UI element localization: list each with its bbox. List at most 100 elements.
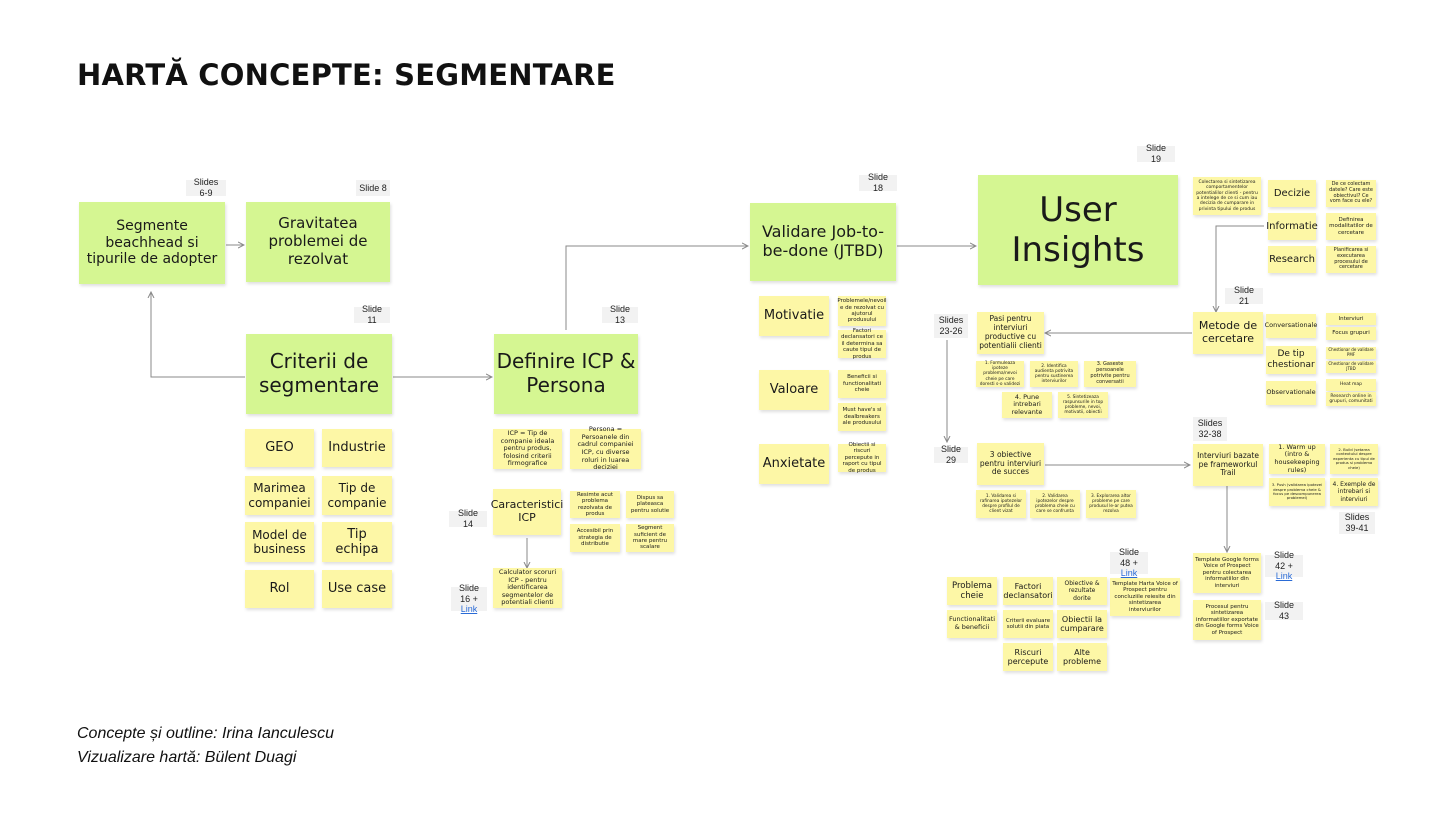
note-use-case: Use case	[322, 570, 392, 608]
note-push-ipoteze: 3. Push (validarea ipotezei despre probl…	[1269, 478, 1325, 506]
note-alte-probleme: Alte probleme	[1057, 643, 1107, 671]
note-interviuri: Interviuri	[1326, 313, 1376, 325]
note-template-google-forms: Template Google forms Voice of Prospect …	[1193, 553, 1261, 593]
tag-slide-14: Slide 14	[449, 508, 487, 529]
note-functionalitati-beneficii: Functionalitati & beneficii	[947, 610, 997, 638]
tag-slide-8: Slide 8	[356, 180, 390, 196]
link-slide-16[interactable]: Link	[460, 604, 478, 615]
tag-slides-23-26: Slides 23-26	[934, 314, 968, 338]
note-riscuri-percepute: Riscuri percepute	[1003, 643, 1053, 671]
note-pas-1: 1. Formuleaza ipoteze problema/nevoi che…	[976, 361, 1024, 387]
note-valoare-must-haves: Must have's si dealbreakers ale produsul…	[838, 403, 886, 431]
note-factori-declansatori: Factori declansatori	[1003, 577, 1053, 605]
note-validare-jtbd: Validare Job-to-be-done (JTBD)	[750, 203, 896, 281]
note-tip-echipa: Tip echipa	[322, 522, 392, 562]
note-obiectiv-1: 1. Validarea si rafinarea ipotezelor des…	[976, 490, 1026, 518]
note-metode-de-cercetare: Metode de cercetare	[1193, 312, 1263, 354]
note-heat-map: Heat map	[1326, 379, 1376, 391]
note-pas-4: 4. Pune intrebari relevante	[1002, 392, 1052, 418]
note-pasi-interviuri: Pasi pentru interviuri productive cu pot…	[977, 312, 1044, 354]
note-obiectiv-3: 3. Explorarea altor probleme pe care pro…	[1086, 490, 1136, 518]
note-exemple-intrebari: 4. Exemple de intrebari si interviuri	[1330, 478, 1378, 506]
note-valoare: Valoare	[759, 370, 829, 410]
connector-icp-jtbd	[565, 246, 748, 330]
note-interviuri-trail: Interviuri bazate pe frameworkul Trail	[1193, 444, 1263, 486]
note-obiectiv-2: 2. Validarea ipotezelor despre problema …	[1030, 490, 1080, 518]
tag-slide-43: Slide 43	[1265, 600, 1303, 621]
note-resimte-acut: Resimte acut problema rezolvata de produ…	[570, 491, 620, 518]
tag-slides-6-9: Slides 6-9	[186, 177, 226, 198]
note-obiectii-cumparare: Obiectii la cumparare	[1057, 610, 1107, 638]
note-segment-suficient: Segment suficient de mare pentru scalare	[626, 524, 674, 552]
credits-vizualizare: Vizualizare hartă: Bülent Duagi	[77, 749, 297, 766]
note-decizie-intrebari: De ce colectam datele? Care este obiecti…	[1326, 180, 1376, 207]
note-anxietate: Anxietate	[759, 444, 829, 484]
note-tip-de-companie: Tip de companie	[322, 476, 392, 515]
note-rol: Rol	[245, 570, 314, 608]
note-planificarea: Planificarea si executarea procesului de…	[1326, 246, 1376, 273]
note-icp-definition: ICP = Tip de companie ideala pentru prod…	[493, 429, 562, 469]
tag-slides-32-38: Slides 32-38	[1193, 417, 1227, 441]
note-industrie: Industrie	[322, 429, 392, 467]
note-segmente-beachhead: Segmente beachhead si tipurile de adopte…	[79, 202, 225, 284]
note-observationale: Observationale	[1266, 381, 1316, 405]
note-obiective-rezultate: Obiective & rezultate dorite	[1057, 577, 1107, 605]
note-criterii-evaluare: Criterii evaluare solutii din piata	[1003, 610, 1053, 638]
credits-concepte: Concepte și outline: Irina Ianculescu	[77, 725, 335, 742]
connector-criterii-beachhead	[151, 292, 245, 378]
credits: Concepte și outline: Irina Ianculescu Vi…	[77, 722, 334, 770]
note-pas-2: 2. Identifica audienta potrivita pentru …	[1030, 361, 1078, 387]
note-focus-grupuri: Focus grupuri	[1326, 327, 1376, 340]
note-research-online: Research online in grupuri, comunitati	[1326, 392, 1376, 406]
tag-slide-11: Slide 11	[354, 304, 390, 325]
note-motivatie: Motivatie	[759, 296, 829, 336]
note-marimea-companiei: Marimea companiei	[245, 476, 314, 515]
note-pas-3: 3. Gaseste persoanele potrivite pentru c…	[1084, 361, 1136, 387]
note-de-tip-chestionar: De tip chestionar	[1266, 346, 1316, 374]
note-chestionar-jtbd: Chestionar de validare JTBD	[1326, 361, 1376, 373]
note-build-context: 2. Build (setarea contextului despre exp…	[1330, 444, 1378, 474]
tag-slide-48: Slide 48 +Link	[1110, 547, 1148, 578]
note-persona-definition: Persona = Persoanele din cadrul companie…	[570, 425, 641, 471]
tag-slide-42-label: Slide 42 +	[1273, 549, 1294, 571]
tag-slide-19: Slide 19	[1137, 143, 1175, 164]
note-warm-up: 1. Warm up (intro & housekeeping rules)	[1269, 443, 1325, 474]
tag-slide-48-label: Slide 48 +	[1118, 546, 1139, 568]
link-slide-42[interactable]: Link	[1275, 571, 1293, 582]
note-decizie: Decizie	[1268, 180, 1316, 207]
connector-insights-metode	[1216, 225, 1264, 312]
tag-slide-16-label: Slide 16 +	[458, 582, 479, 604]
tag-slide-29: Slide 29	[934, 444, 968, 465]
note-user-insights: User Insights	[978, 175, 1178, 285]
page-title: HARTĂ CONCEPTE: SEGMENTARE	[77, 58, 616, 92]
note-definirea-modalitatilor: Definirea modalitatilor de cercetare	[1326, 213, 1376, 240]
tag-slide-21: Slide 21	[1225, 285, 1263, 306]
note-accesibil: Accesibil prin strategia de distributie	[570, 524, 620, 552]
tag-slide-42: Slide 42 +Link	[1265, 550, 1303, 581]
note-valoare-beneficii: Beneficii si functionalitati cheie	[838, 370, 886, 398]
note-calculator-scoruri: Calculator scoruri ICP - pentru identifi…	[493, 568, 562, 608]
tag-slide-13: Slide 13	[602, 304, 638, 325]
note-caracteristici-icp: Caracteristici ICP	[491, 489, 563, 535]
note-problema-cheie: Problema cheie	[947, 577, 997, 605]
note-conversationale: Conversationale	[1265, 314, 1317, 338]
note-anxietate-obiectii: Obiectii si riscuri percepute in raport …	[838, 442, 886, 474]
note-definire-icp-persona: Definire ICP & Persona	[494, 334, 638, 414]
note-motivatie-factori: Factori declansatori ce il determina sa …	[838, 328, 886, 360]
note-criterii-segmentare: Criterii de segmentare	[246, 334, 392, 414]
note-chestionar-pmf: Chestionar de validare PMF	[1326, 347, 1376, 359]
note-template-harta: Template Harta Voice of Prospect pentru …	[1110, 578, 1180, 616]
link-slide-48[interactable]: Link	[1120, 568, 1138, 579]
note-3-obiective: 3 obiective pentru interviuri de succes	[977, 443, 1044, 485]
note-motivatie-probleme: Problemele/nevoil e de rezolvat cu ajuto…	[837, 296, 887, 326]
tag-slides-39-41: Slides 39-41	[1339, 512, 1375, 534]
note-geo: GEO	[245, 429, 314, 467]
note-gravitatea-problemei: Gravitatea problemei de rezolvat	[246, 202, 390, 282]
note-informatie: Informatie	[1266, 213, 1318, 240]
note-pas-5: 5. Sintetizeaza raspunsurile in top prob…	[1058, 392, 1108, 418]
tag-slide-16: Slide 16 +Link	[451, 583, 487, 614]
note-procesul-sintetizare: Procesul pentru sintetizarea informatiil…	[1193, 600, 1261, 640]
note-research: Research	[1268, 246, 1316, 273]
note-dispus-sa-plateasca: Dispus sa plateasca pentru solutie	[626, 491, 674, 518]
